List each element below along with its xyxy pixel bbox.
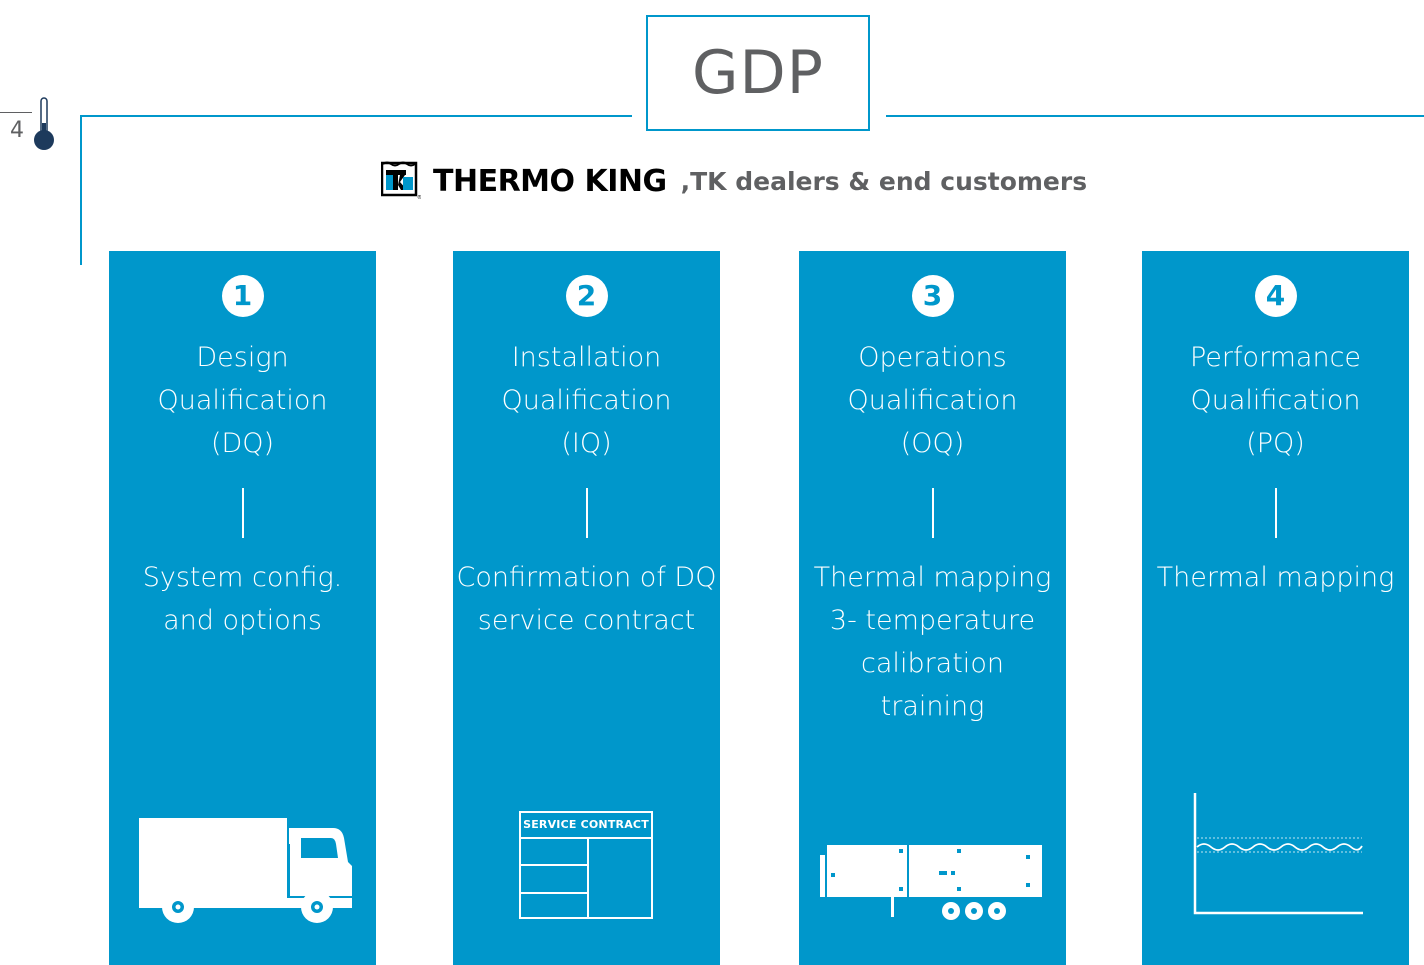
column-title: Design Qualification (DQ) [109,336,376,465]
brand-name: THERMO KING [433,163,667,199]
column-title-line: (DQ) [210,428,275,459]
description-line: Thermal mapping [813,562,1052,593]
thermometer-icon [34,97,54,150]
description-line: calibration [861,648,1004,679]
service-contract-label: SERVICE CONTRACT [521,813,651,839]
step-number: 3 [911,275,954,317]
column-title-line: Performance [1189,342,1362,373]
frame-line-left-vertical [80,115,82,265]
separator [585,488,588,538]
description-line: Thermal mapping [1156,562,1395,593]
step-number: 2 [565,275,608,317]
column-description: Thermal mapping [1142,556,1409,599]
column-design-qualification: 1 Design Qualification (DQ) System confi… [109,251,376,965]
description-line: 3- temperature [829,605,1036,636]
subtitle-row: ® THERMO KING ,TK dealers & end customer… [381,160,1087,202]
trailer-icon [820,845,1042,920]
frame-line-left-top [80,115,632,117]
column-title-line: Operations [858,342,1007,373]
column-title-line: (PQ) [1246,428,1305,459]
column-title: Performance Qualification (PQ) [1142,336,1409,465]
column-operations-qualification: 3 Operations Qualification (OQ) Thermal … [799,251,1066,965]
column-title: Operations Qualification (OQ) [799,336,1066,465]
column-title-line: Installation [511,342,662,373]
column-title-line: Qualification [501,385,672,416]
truck-icon [139,818,352,923]
page-title: GDP [692,38,824,108]
subtitle-text: ,TK dealers & end customers [680,166,1088,196]
description-line: training [880,691,985,722]
step-number: 4 [1254,275,1297,317]
separator [241,488,244,538]
page-number-tick [0,112,32,113]
description-line: service contract [477,605,696,636]
thermal-graph-icon [1193,793,1363,915]
separator [931,488,934,538]
step-number: 1 [221,275,264,317]
page-number: 4 [10,118,24,143]
column-title-line: Qualification [1190,385,1361,416]
frame-line-right-top [886,115,1424,117]
svg-text:®: ® [417,194,421,201]
column-title: Installation Qualification (IQ) [453,336,720,465]
column-title-line: Qualification [157,385,328,416]
separator [1274,488,1277,538]
column-description: Thermal mapping 3- temperature calibrati… [799,556,1066,728]
column-title-line: Design [196,342,289,373]
column-title-line: Qualification [847,385,1018,416]
title-box: GDP [646,15,870,131]
service-contract-icon: SERVICE CONTRACT [519,811,653,919]
column-title-line: (OQ) [900,428,965,459]
thermo-king-logo-icon: ® [381,161,421,201]
description-line: and options [163,605,322,636]
description-line: System config. [142,562,343,593]
column-performance-qualification: 4 Performance Qualification (PQ) Thermal… [1142,251,1409,965]
column-installation-qualification: 2 Installation Qualification (IQ) Confir… [453,251,720,965]
description-line: Confirmation of DQ [456,562,717,593]
column-description: System config. and options [109,556,376,642]
column-description: Confirmation of DQ service contract [453,556,720,642]
column-title-line: (IQ) [561,428,612,459]
